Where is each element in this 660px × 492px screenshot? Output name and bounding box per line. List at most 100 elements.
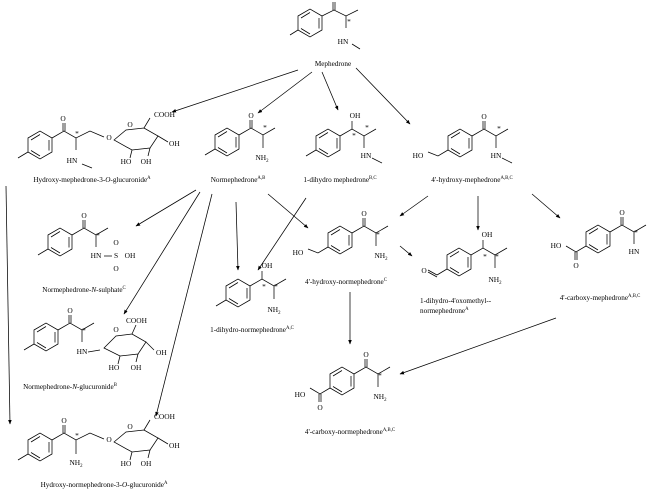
label-carboxy-normephedrone: 4'-carboxy-normephedroneA,B,C [305,428,395,436]
amine-label: NH2 [373,392,387,403]
arrow-hydroxy-to-carboxy [531,193,561,219]
structure-oxomethyl-normephedrone: O OH * * NH2 [421,230,508,286]
chiral-center-star: * [347,17,351,26]
label-oxomethyl-line1: 1-dihydro-4'oxomethyl-- [420,297,492,305]
label-dihydro-mephedrone: 1-dihydro mephedroneB,C [303,176,376,184]
structure-normephedrone-glucuronide: O * HN O COOH OH OH HO [23,306,167,372]
hydroxyl-group: HO [293,248,304,257]
oxygen-atom: O [619,208,625,217]
oxygen-atom: O [248,111,254,120]
amine-label: NH2 [69,458,83,469]
chiral-center-star: * [75,431,79,440]
oxygen-atom: O [113,238,119,247]
arrow-mephedrone-to-normephedrone [257,71,313,114]
ether-oxygen: O [106,435,112,444]
ring-oxygen: O [113,325,119,334]
label-mephedrone: Mephedrone [315,60,351,68]
hydroxyl-group: HO [295,390,306,399]
amine-label: HN [361,151,372,160]
label-oxomethyl-line2: normephedroneA [420,307,469,315]
arrow-normephedrone-to-hydroxy-nor [267,193,309,229]
hydroxyl-group: OH [141,157,152,166]
structure-carboxy-mephedrone: HO O O * HN [551,208,647,270]
hydroxyl-group: OH [156,348,167,357]
arrow-normephedrone-to-sulphate [135,189,197,227]
chiral-center-star: * [378,371,382,380]
chiral-center-star: * [75,129,79,138]
arrow-mephedrone-to-hydroxy-glucuronide [171,69,299,113]
amine-label: NH2 [255,153,269,164]
oxygen-atom: O [361,209,367,218]
chiral-center-star: * [497,124,501,133]
arrow-mephedrone-to-hydroxy [355,67,411,125]
hydroxyl-group: OH [169,139,180,148]
carboxyl-group: COOH [126,316,148,325]
structure-mephedrone: O HN * [289,0,361,50]
chiral-center-star: * [365,123,369,132]
chiral-center-star: * [634,228,638,237]
carboxyl-group: COOH [154,110,176,119]
oxygen-atom: O [481,112,487,121]
structure-normephedrone: O * NH2 [204,111,276,164]
amine-label: HN [629,247,640,256]
amine-label: NH2 [488,275,502,286]
structure-hydroxy-mephedrone: HO O * HN [413,112,513,164]
ring-oxygen: O [127,120,133,129]
chiral-center-star: * [352,131,356,140]
oxygen-atom: O [330,0,336,2]
oxygen-atom: O [363,350,369,359]
oxygen-atom: O [61,416,67,425]
hydroxyl-group: OH [482,230,493,239]
arrow-dihydro-to-dihydro-nor [257,197,307,271]
arrow-carboxy-to-carboxy-nor [399,317,557,375]
hydroxyl-group: HO [121,157,132,166]
arrow-normephedrone-to-glucuronide [123,191,201,315]
label-normephedrone: NormephedroneA,B [211,176,266,184]
chiral-center-star: * [96,231,100,240]
structure-dihydro-normephedrone: OH * * NH2 [215,261,287,316]
ether-oxygen: O [106,133,112,142]
label-hydroxy-normephedrone-glucuronide: Hydroxy-normephedrone-3-O-glucuronideA [41,481,168,489]
amine-label: HN [91,251,102,260]
oxygen-atom: O [317,403,323,412]
hydroxyl-group: HO [413,151,424,160]
carboxyl-group: COOH [154,412,176,421]
chiral-center-star: * [495,252,499,261]
hydroxyl-group: OH [262,261,273,270]
reaction-arrows [5,67,561,425]
oxygen-atom: O [60,114,66,123]
chiral-center-star: * [82,326,86,335]
hydroxyl-group: HO [109,363,120,372]
structure-hydroxy-normephedrone-glucuronide: O * NH2 O O COOH OH OH HO [17,412,180,469]
hydroxyl-group: OH [169,441,180,450]
chiral-center-star: * [483,252,487,261]
chiral-center-star: * [263,123,267,132]
label-hydroxy-mephedrone: 4'-hydroxy-mephedroneA,B,C [431,176,512,184]
hydroxyl-group: OH [131,363,142,372]
amine-label: NH2 [267,305,281,316]
oxygen-atom: O [421,266,427,275]
hydroxyl-group: OH [350,111,361,120]
hydroxyl-group: HO [551,241,562,250]
structure-carboxy-normephedrone: HO O O * NH2 [295,350,391,412]
sulfur-atom: S [114,251,118,260]
structure-hydroxy-normephedrone: HO O * NH2 [293,209,389,262]
chiral-center-star: * [376,230,380,239]
label-hydroxy-normephedrone: 4'-hydroxy-normephedroneC [305,278,387,286]
label-carboxy-mephedrone: 4'-carboxy-mephedroneA,B,C [560,294,641,302]
arrow-mephedrone-to-dihydro [321,71,339,111]
structure-normephedrone-sulphate: O * HN S O O OH [37,211,136,273]
arrow-hydroxy-nor-to-oxomethyl [399,245,413,257]
arrow-hydroxy-glucuronide-to-nor-glucuronide [5,185,12,425]
hydroxyl-group: OH [125,251,136,260]
label-normephedrone-glucuronide: Normephedrone-N-glucuronideB [23,383,117,391]
amine-label: HN [338,37,349,46]
amine-label: HN [67,156,78,165]
ring-oxygen: O [127,422,133,431]
oxygen-atom: O [81,211,87,220]
amine-label: HN [491,151,502,160]
label-hydroxy-mephedrone-glucuronide: Hydroxy-mephedrone-3-O-glucuronideA [33,176,151,184]
oxygen-atom: O [573,261,579,270]
oxygen-atom: O [113,264,119,273]
